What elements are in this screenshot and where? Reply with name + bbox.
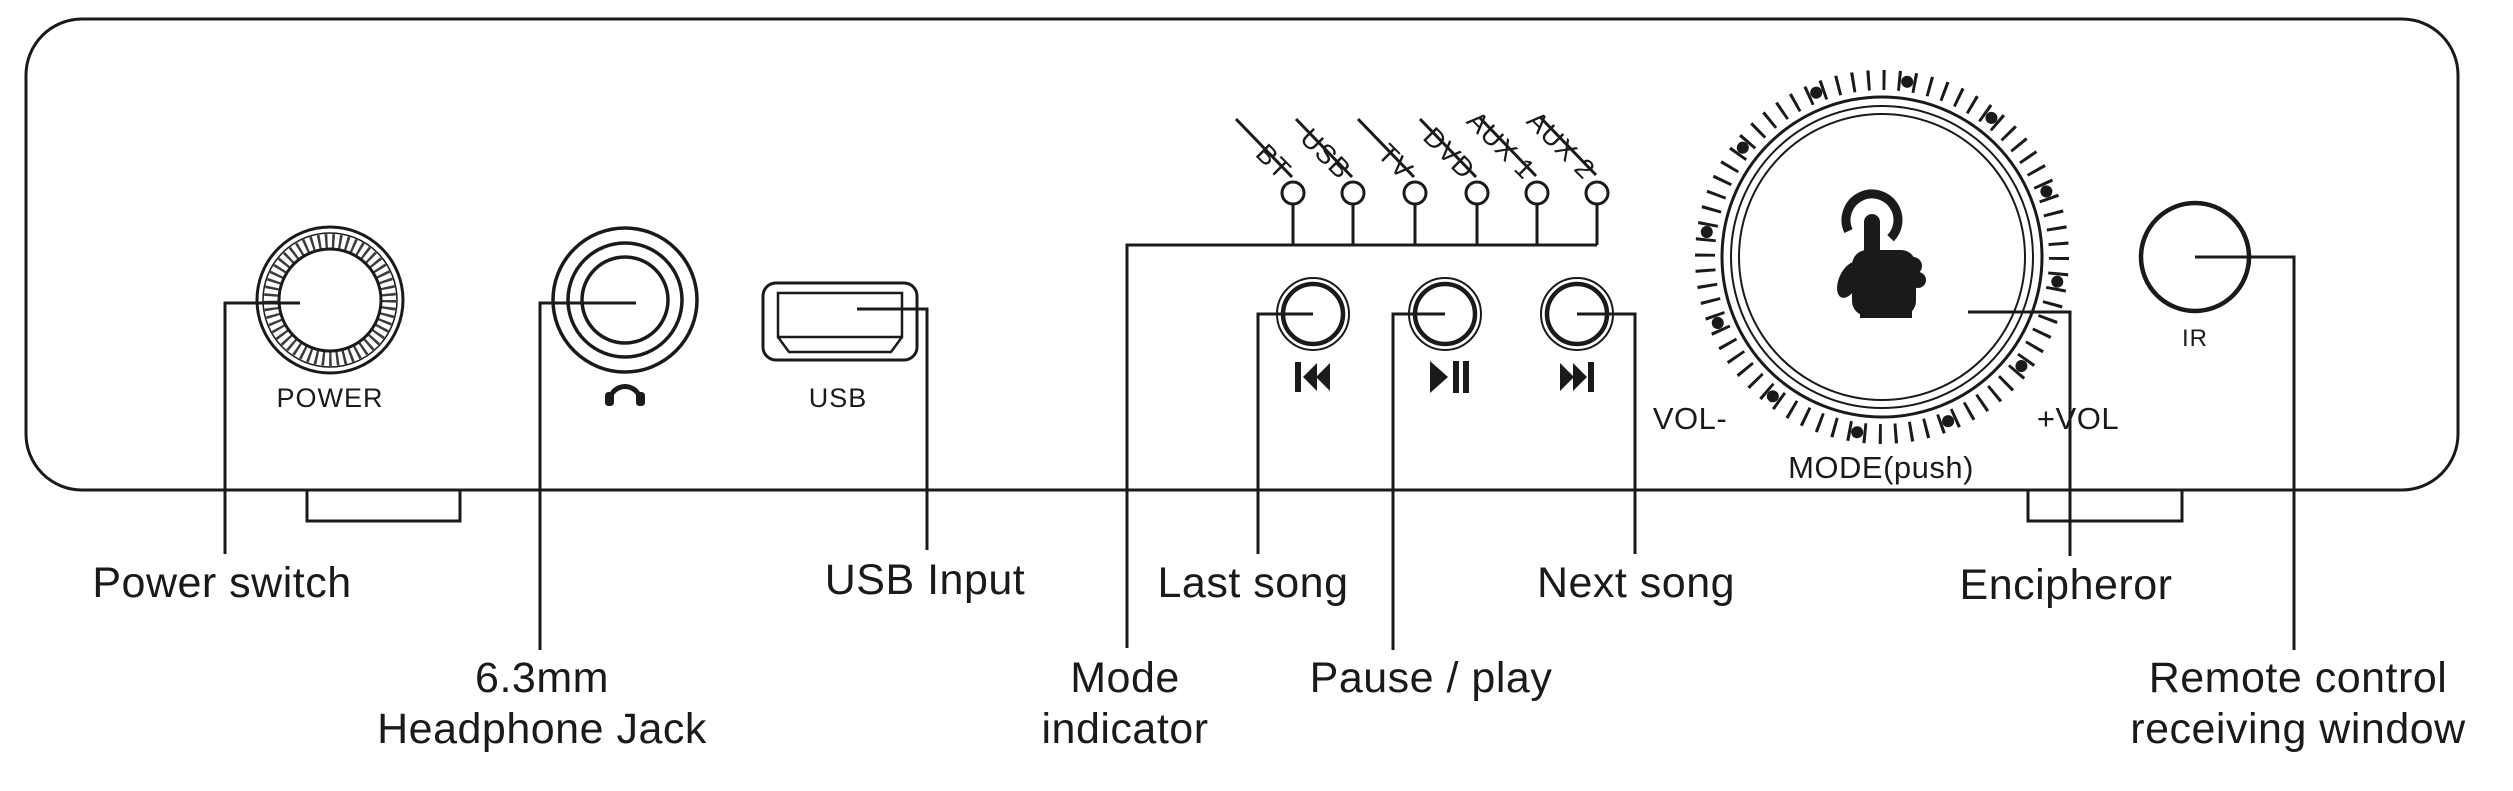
last-song-callout-line <box>1256 312 1313 554</box>
usb-port-label: USB <box>808 383 868 413</box>
device-panel-outline <box>24 17 2460 492</box>
mode-indicator-callout-line <box>1125 243 1597 648</box>
next-icon <box>1560 362 1594 392</box>
usb-input-callout-line <box>857 307 929 550</box>
next-song-callout-line <box>1577 312 1637 554</box>
label-headphone-line2: Headphone Jack <box>377 705 707 753</box>
mode-push-label: MODE(push) <box>1788 450 1974 485</box>
power-knob-label: POWER <box>276 383 384 413</box>
panel-foot-left <box>305 488 462 523</box>
label-pause-play: Pause / play <box>1309 654 1553 702</box>
vol-plus-label: +VOL <box>2036 401 2120 436</box>
headphone-callout-line <box>538 301 636 650</box>
volume-mode-knob <box>1695 70 2069 444</box>
label-encipheror: Encipheror <box>1959 561 2173 609</box>
remote-callout-line <box>2195 255 2296 650</box>
vol-minus-label: VOL- <box>1652 401 1728 436</box>
power-knob <box>255 225 405 375</box>
callout-lines <box>223 255 2296 650</box>
usb-port <box>761 281 919 362</box>
mode-indicator-leds <box>1125 115 1610 648</box>
label-remote-line1: Remote control <box>2148 654 2448 702</box>
label-remote-line2: receiving window <box>2130 705 2466 753</box>
headphone-icon <box>605 384 645 406</box>
label-headphone-line1: 6.3mm <box>475 654 609 702</box>
headphone-jack <box>551 226 699 374</box>
power-switch-callout-line <box>223 301 300 554</box>
label-usb-input: USB Input <box>824 556 1026 604</box>
panel-foot-right <box>2026 488 2184 523</box>
label-next-song: Next song <box>1536 559 1736 607</box>
label-mode-line1: Mode <box>1070 654 1180 702</box>
knob-tick-ring <box>1695 70 2069 444</box>
label-mode-line2: indicator <box>1041 705 1209 753</box>
play-pause-icon <box>1430 361 1469 393</box>
encipheror-callout-line <box>1968 310 2072 556</box>
touch-hand-icon <box>1837 189 1926 318</box>
ir-label: IR <box>2182 325 2208 352</box>
previous-icon <box>1295 362 1330 392</box>
label-power-switch: Power switch <box>92 559 352 607</box>
pause-play-callout-line <box>1391 312 1445 650</box>
label-last-song: Last song <box>1157 559 1349 607</box>
